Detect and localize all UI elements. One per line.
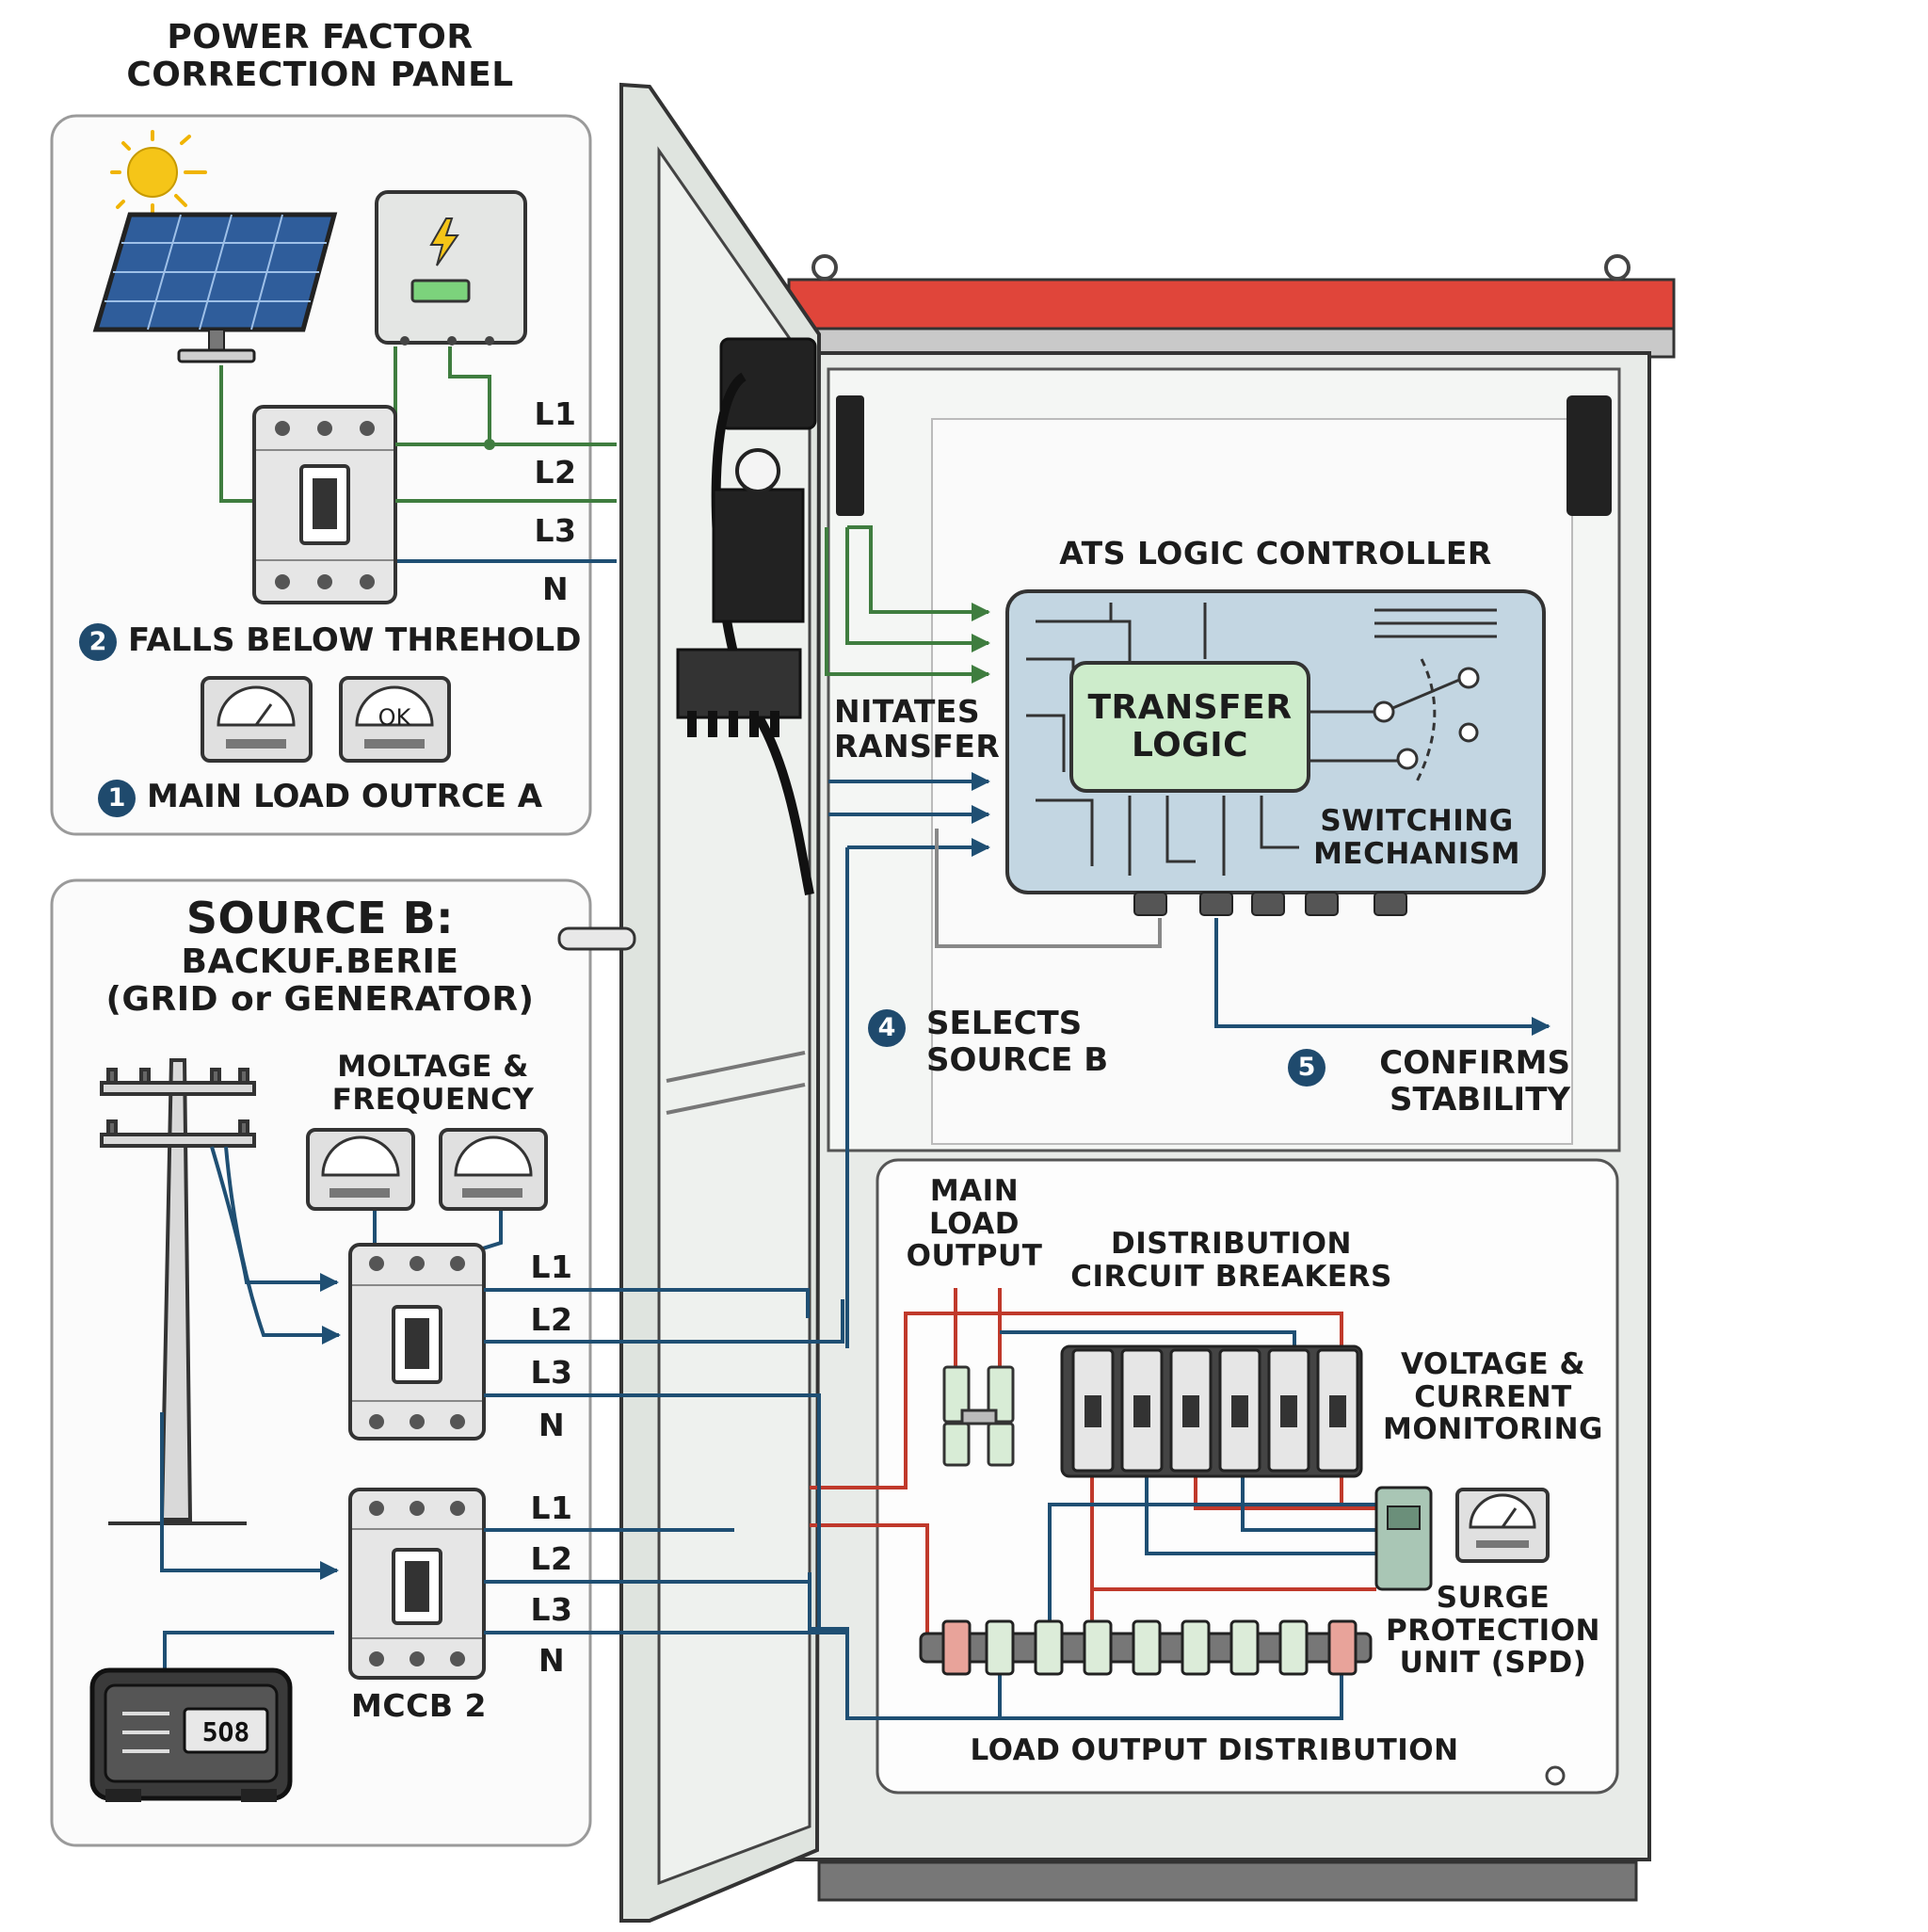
gauge-icon <box>1455 1488 1550 1563</box>
gauge-icon <box>201 676 313 763</box>
step-text-5: CONFIRMS STABILITY <box>1379 1044 1570 1119</box>
phase-label-b-n: N <box>538 1407 566 1443</box>
step-text-2: FALLS BELOW THREHOLD <box>128 621 582 659</box>
source-b-subtitle: BACKUF.BERIE (GRID or GENERATOR) <box>105 942 535 1020</box>
monitoring-unit <box>1374 1486 1433 1591</box>
ats-controller <box>1005 589 1546 916</box>
phase-label-c-l2: L2 <box>530 1540 573 1577</box>
inverter-icon <box>375 190 527 346</box>
gauge-ok-label: OK <box>378 704 412 731</box>
terminal-block <box>919 1619 1373 1676</box>
step-4: 4 SELECTS SOURCE B <box>868 1005 1150 1080</box>
phase-label-l2: L2 <box>534 454 577 491</box>
step-badge-1: 1 <box>98 779 136 817</box>
step-text-4: SELECTS SOURCE B <box>926 1005 1109 1080</box>
step-badge-5: 5 <box>1288 1049 1326 1087</box>
utility-pole-icon <box>100 1058 256 1525</box>
step-badge-2: 2 <box>79 622 117 661</box>
phase-label-n: N <box>541 571 570 607</box>
phase-label-l3: L3 <box>534 512 577 549</box>
phase-label-b-l1: L1 <box>530 1248 573 1285</box>
generator-display: 5O8 <box>202 1716 250 1747</box>
distribution-breakers <box>1060 1344 1363 1478</box>
gauge-icon <box>439 1128 548 1211</box>
solar-panel-icon <box>92 212 338 363</box>
step-text-1: MAIN LOAD OUTRCE A <box>147 778 543 815</box>
gauge-icon <box>306 1128 415 1211</box>
step-badge-4: 4 <box>868 1009 906 1047</box>
pfc-title: POWER FACTOR CORRECTION PANEL <box>126 18 514 95</box>
phase-label-c-l3: L3 <box>530 1591 573 1628</box>
phase-label-l1: L1 <box>534 395 577 432</box>
load-output-distribution-label: LOAD OUTPUT DISTRIBUTION <box>970 1733 1459 1767</box>
generator-icon <box>89 1667 293 1802</box>
transfer-logic-label: TRANSFER LOGIC <box>1087 688 1293 765</box>
gauge-icon <box>339 676 451 763</box>
phase-label-b-l2: L2 <box>530 1301 573 1338</box>
mccb2-label: MCCB 2 <box>351 1687 487 1724</box>
step-2: 2 FALLS BELOW THREHOLD <box>79 621 581 661</box>
sun-icon <box>110 130 207 215</box>
phase-label-c-l1: L1 <box>530 1489 573 1526</box>
mccb-icon <box>348 1243 486 1441</box>
source-b-title: SOURCE B: <box>185 893 455 943</box>
mccb-icon <box>348 1488 486 1680</box>
mccb-icon <box>252 405 397 604</box>
door-components <box>676 337 817 895</box>
step-1: 1 MAIN LOAD OUTRCE A <box>98 778 542 817</box>
ats-controller-title: ATS LOGIC CONTROLLER <box>1059 535 1492 572</box>
step-5: 5 CONFIRMS STABILITY <box>1288 1044 1570 1119</box>
initiates-transfer-label: NITATES RANSFER <box>834 693 1001 765</box>
cabinet-roof <box>787 254 1676 359</box>
main-load-switch <box>942 1365 1015 1467</box>
voltage-current-monitoring-label: VOLTAGE & CURRENT MONITORING <box>1383 1347 1603 1447</box>
phase-label-b-l3: L3 <box>530 1354 573 1391</box>
distribution-breakers-label: DISTRIBUTION CIRCUIT BREAKERS <box>1070 1227 1392 1294</box>
phase-label-c-n: N <box>538 1642 566 1679</box>
spd-label: SURGE PROTECTION UNIT (SPD) <box>1386 1581 1600 1681</box>
main-load-output-label: MAIN LOAD OUTPUT <box>906 1174 1043 1274</box>
switching-mechanism-label: SWITCHING MECHANISM <box>1313 804 1520 871</box>
voltage-frequency-label: MOLTAGE & FREQUENCY <box>331 1050 535 1117</box>
